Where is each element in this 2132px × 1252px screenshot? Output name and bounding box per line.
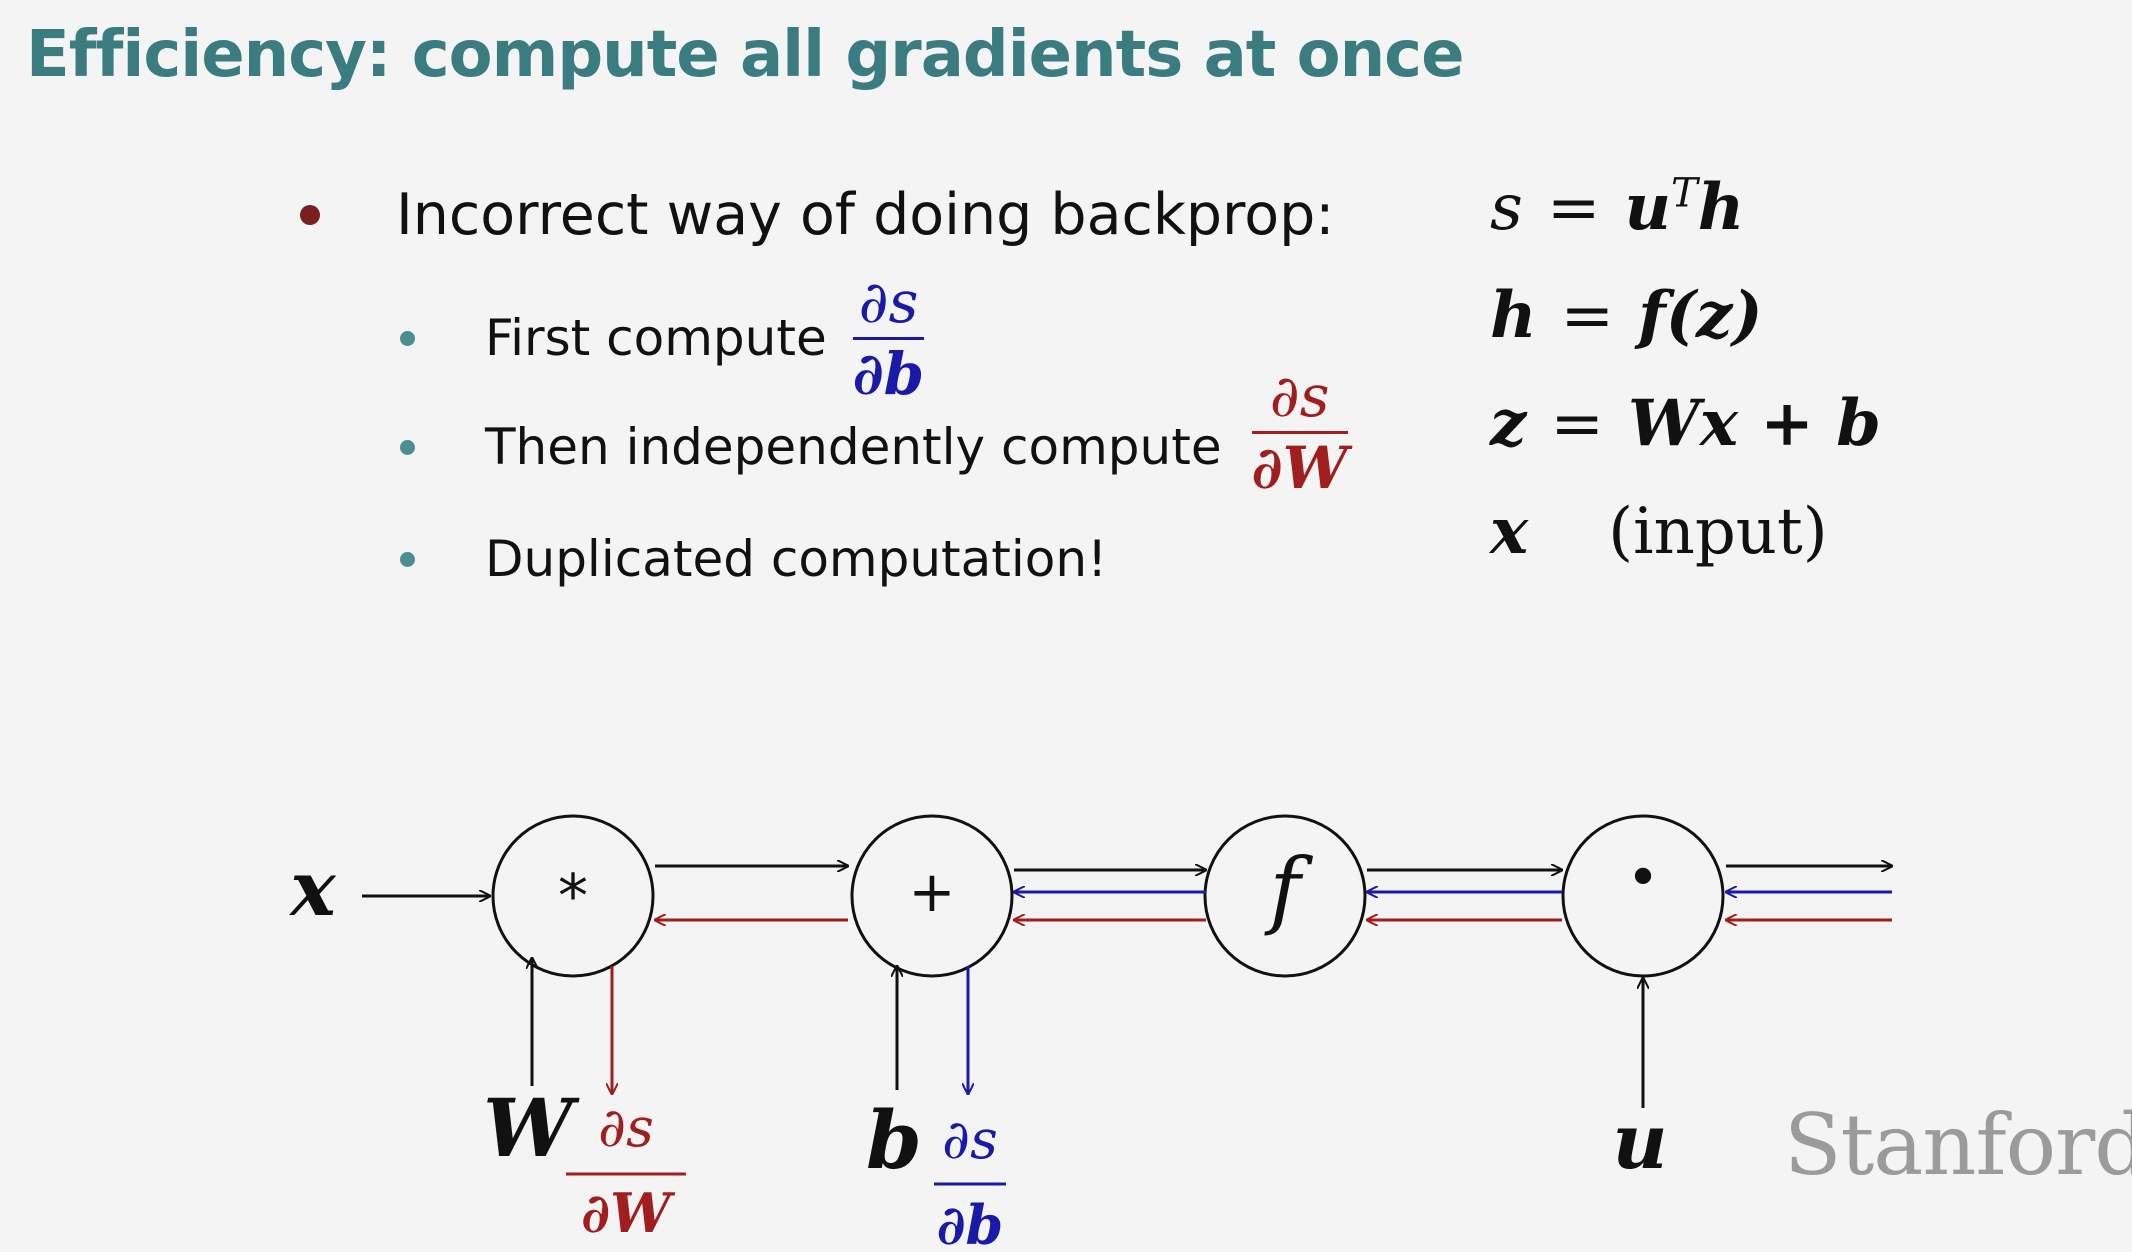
main-bullet: Incorrect way of doing backprop: <box>300 182 1335 248</box>
slide-title: Efficiency: compute all gradients at onc… <box>26 18 1464 92</box>
equation-h: h = f(z) <box>1490 278 1881 386</box>
eq-lhs: z <box>1490 386 1527 461</box>
bullet-dot-icon <box>400 330 415 346</box>
grad-W-denominator: ∂W <box>581 1181 676 1245</box>
eq-sup: T <box>1671 170 1698 217</box>
node-label-f: f <box>1263 840 1313 938</box>
node-dot <box>1561 814 1725 978</box>
input-x-label: x <box>288 844 337 933</box>
fraction-ds-dW: ∂s ∂W <box>1251 362 1348 502</box>
input-b-label: b <box>866 1093 922 1187</box>
sub-bullet-text: Then independently compute <box>485 418 1222 477</box>
node-f <box>1203 814 1367 978</box>
fraction-numerator: ∂s <box>858 268 919 336</box>
fraction-ds-db: ∂s ∂b <box>852 268 925 408</box>
fraction-bar <box>852 336 925 340</box>
eq-rhs2: h <box>1697 170 1745 245</box>
eq-rhs: u <box>1624 170 1671 245</box>
node-label-dot: • <box>1626 846 1659 911</box>
node-multiply <box>491 814 655 978</box>
grad-W-numerator: ∂s <box>598 1096 654 1159</box>
sub-bullet-1: First compute ∂s ∂b <box>400 268 925 408</box>
fraction-numerator: ∂s <box>1269 362 1330 430</box>
eq-op: = <box>1550 387 1604 461</box>
eq-lhs: h <box>1490 278 1537 353</box>
sub-bullet-2: Then independently compute ∂s ∂W <box>400 366 1348 499</box>
sub-bullet-3: Duplicated computation! <box>400 530 1107 588</box>
input-u-label: u <box>1612 1097 1667 1186</box>
bullet-dot-icon <box>400 439 415 455</box>
eq-rhs: f(z) <box>1638 278 1763 353</box>
node-add <box>850 814 1014 978</box>
equation-s: s = uTh <box>1490 170 1881 278</box>
eq-op: = <box>1546 171 1601 245</box>
grad-b-numerator: ∂s <box>942 1108 998 1171</box>
equation-x: x (input) <box>1490 494 1881 602</box>
equation-block: s=uTh h=f(z) z=Wx + b x(input) <box>1490 170 1881 602</box>
main-bullet-text: Incorrect way of doing backprop: <box>396 182 1335 248</box>
sub-bullet-text: First compute <box>485 309 827 368</box>
eq-rhs: Wx + b <box>1627 386 1881 461</box>
grad-b-denominator: ∂b <box>937 1193 1004 1252</box>
eq-note: (input) <box>1608 495 1828 569</box>
eq-op: = <box>1560 279 1615 353</box>
bullet-dot-icon <box>400 551 415 567</box>
node-label-multiply: * <box>558 862 588 932</box>
eq-lhs: s <box>1490 171 1523 245</box>
equation-z: z = Wx + b <box>1490 386 1881 494</box>
eq-lhs: x <box>1490 494 1529 569</box>
node-label-add: + <box>909 860 956 925</box>
fraction-denominator: ∂b <box>852 339 925 408</box>
stanford-watermark: Stanford <box>1784 1096 2132 1194</box>
input-W-label: W <box>483 1081 580 1175</box>
bullet-dot-icon <box>300 205 320 225</box>
sub-bullet-text: Duplicated computation! <box>485 530 1108 588</box>
fraction-denominator: ∂W <box>1251 433 1348 502</box>
fraction-bar <box>1251 430 1348 434</box>
